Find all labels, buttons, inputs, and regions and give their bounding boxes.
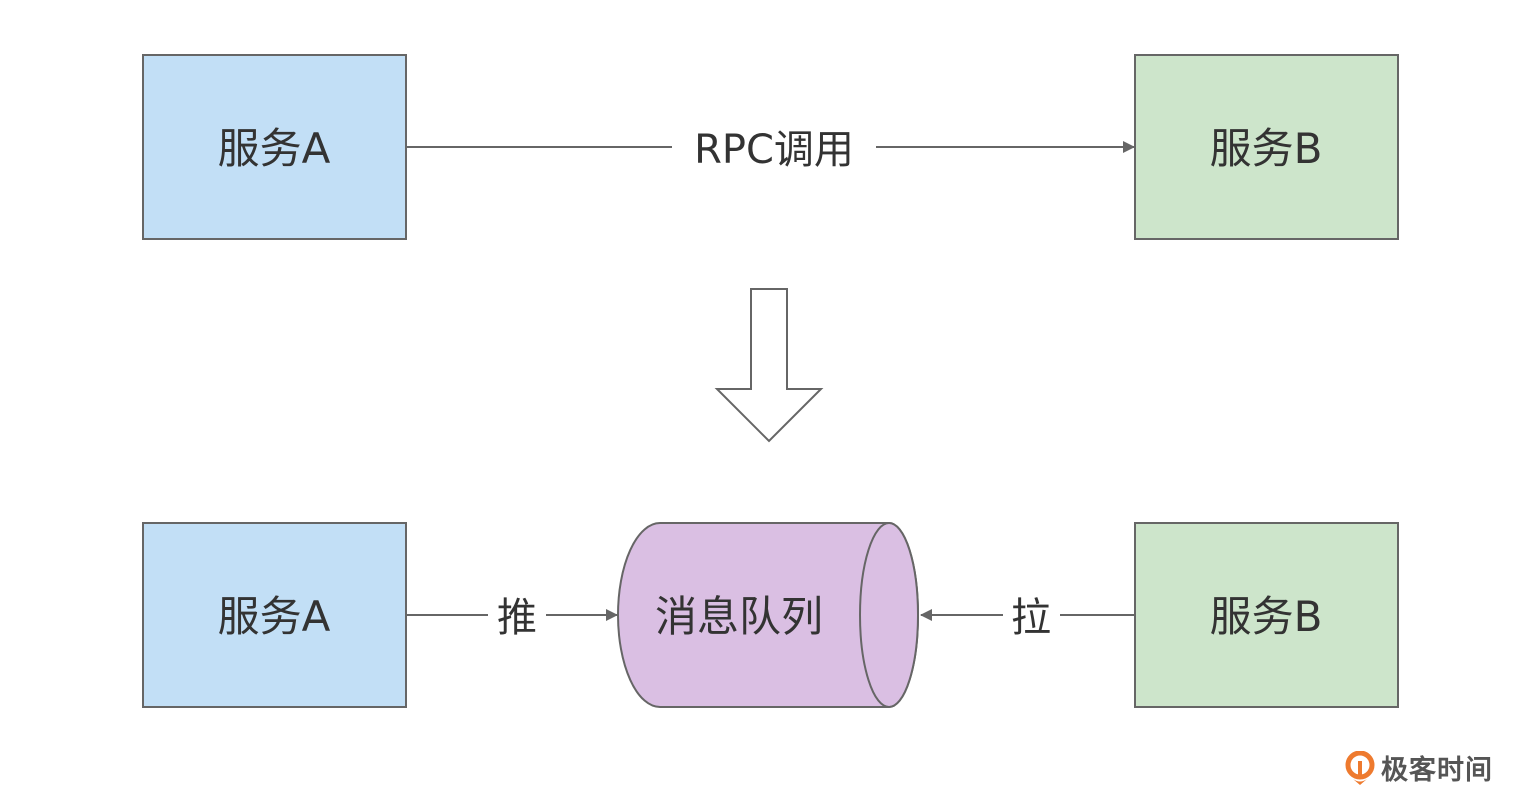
message-queue-label: 消息队列 [655,592,823,641]
rpc-edge-label: RPC调用 [694,127,854,173]
top-service-b-box [1134,54,1399,240]
geektime-logo-icon [1345,750,1375,785]
watermark-brand-text: 极客时间 [1381,755,1493,786]
top-service-a-label: 服务A [218,124,331,173]
down-arrow-icon [714,288,824,443]
bottom-service-b-label: 服务B [1210,592,1323,641]
push-edge-label: 推 [497,595,537,641]
pull-edge-label: 拉 [1011,595,1051,641]
bottom-service-b-box [1134,522,1399,708]
top-service-a-box [142,54,407,240]
message-queue-cylinder [617,522,919,708]
bottom-service-a-box [142,522,407,708]
bottom-service-a-label: 服务A [218,592,331,641]
watermark-logo: 极客时间 [1345,748,1493,787]
top-service-b-label: 服务B [1210,124,1323,173]
